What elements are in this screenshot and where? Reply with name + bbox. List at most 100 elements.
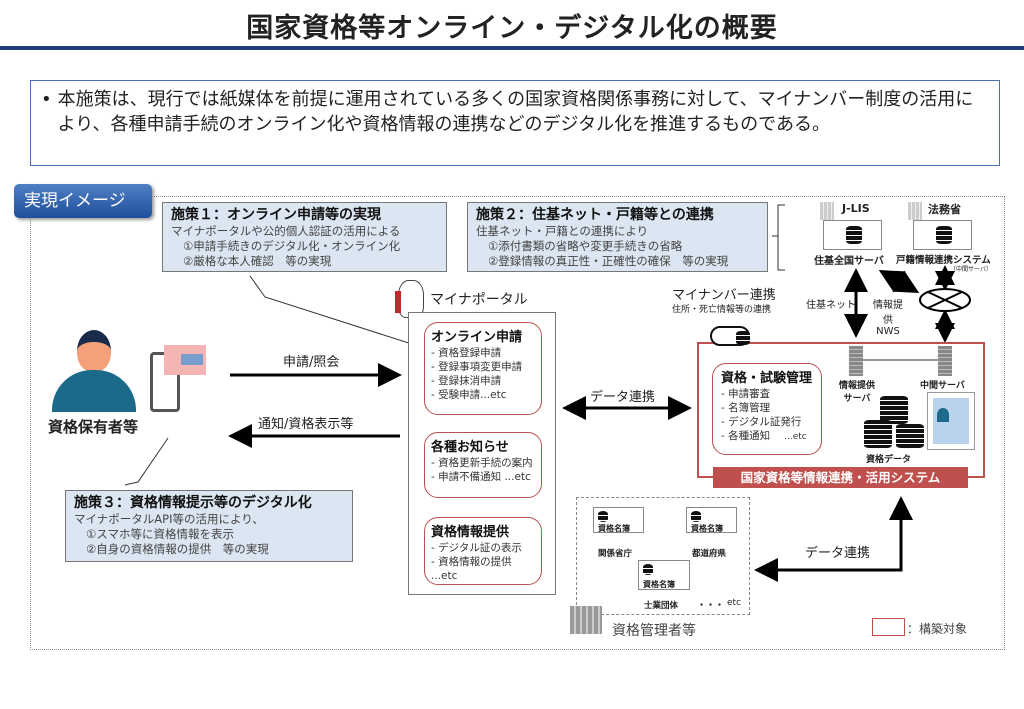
info-server-label: 情報提供サーバ xyxy=(838,381,875,404)
policy3-connector xyxy=(124,437,169,486)
server-icon xyxy=(938,346,952,376)
mynumber-link-sub: 住所・死亡情報等の連携 xyxy=(672,305,772,315)
system-label: 国家資格等情報連携・活用システム xyxy=(713,467,968,488)
list-item: - 申請不備通知 ...etc xyxy=(431,471,531,483)
list-item: - 資格更新手続の案内 xyxy=(431,457,533,469)
policy1-line: ①申請手続きのデジタル化・オンライン化 xyxy=(183,239,401,253)
database-icon xyxy=(846,226,862,244)
policy1-box: 施策１：オンライン申請等の実現 マイナポータルや公的個人認証の活用による ①申請… xyxy=(162,202,447,272)
more-dots: ・・・ xyxy=(697,601,725,611)
list-item: - 登録事項変更申請 xyxy=(431,361,523,373)
admin-data-arrow xyxy=(754,496,913,582)
policy3-line: ②自身の資格情報の提供 等の実現 xyxy=(86,542,269,556)
server-icon xyxy=(849,346,863,376)
office-buildings-icon xyxy=(570,606,602,634)
page-title: 国家資格等オンライン・デジタル化の概要 xyxy=(246,13,778,44)
list-item: - 各種通知 xyxy=(721,430,771,442)
juki-net-label: 住基ネット xyxy=(806,300,856,311)
list-item: - 資格登録申請 xyxy=(431,347,502,359)
qualification-info-box: 資格情報提供 - デジタル証の表示 - 資格情報の提供 ...etc xyxy=(424,517,542,585)
jlis-server-box xyxy=(823,220,882,250)
apply-label: 申請/照会 xyxy=(283,355,340,370)
box-title: 資格情報提供 xyxy=(431,525,510,540)
registry-box: 資格名簿 xyxy=(638,560,690,590)
list-item: - 申請審査 xyxy=(721,388,771,400)
brace xyxy=(772,204,785,271)
policy3-line: ①スマホ等に資格情報を表示 xyxy=(86,527,234,541)
moj-server-box xyxy=(913,220,972,250)
id-card-icon xyxy=(164,345,206,375)
org-label: 都道府県 xyxy=(692,549,727,559)
mynaportal-mascot-icon xyxy=(395,280,424,318)
admin-data-link-label: データ連携 xyxy=(805,546,871,561)
realization-image-tab: 実現イメージ xyxy=(14,184,152,218)
box-title: 資格・試験管理 xyxy=(721,371,813,386)
qualification-data-label: 資格データ xyxy=(866,455,912,465)
registry-box: 資格名簿 xyxy=(686,507,737,533)
policy3-line: マイナポータルAPI等の活用により、 xyxy=(74,512,264,526)
legend-swatch xyxy=(872,618,905,636)
box-title: 各種お知らせ xyxy=(431,440,509,455)
holder-label: 資格保有者等 xyxy=(48,418,139,436)
intermediate-server-label: 中間サーバ xyxy=(920,381,965,391)
list-item: - デジタル証の表示 xyxy=(431,542,522,554)
portal-label: マイナポータル xyxy=(430,292,528,308)
jlis-nws-arrow xyxy=(878,270,920,293)
jlis-label: J-LIS xyxy=(842,202,870,215)
database-icon xyxy=(880,396,908,424)
nws-line: NWS xyxy=(876,326,900,337)
moj-server-label: 戸籍情報連携システム xyxy=(896,255,991,266)
legend-label: ：構築対象 xyxy=(907,622,968,636)
list-item: - 登録抹消申請 xyxy=(431,375,502,387)
title-underline xyxy=(0,46,1024,50)
building-icon xyxy=(820,202,834,220)
registry-box: 資格名簿 xyxy=(593,507,644,533)
online-application-box: オンライン申請 - 資格登録申請 - 登録事項変更申請 - 登録抹消申請 - 受… xyxy=(424,322,542,415)
policy2-line: 住基ネット・戸籍との連携により xyxy=(476,224,649,238)
database-icon xyxy=(864,420,892,448)
list-item: - 資格情報の提供 ...etc xyxy=(431,556,512,582)
registry-label: 資格名簿 xyxy=(691,524,723,533)
database-icon xyxy=(936,226,952,244)
image-frame xyxy=(30,196,1005,650)
policy1-connector xyxy=(249,275,416,346)
registry-label: 資格名簿 xyxy=(643,580,675,589)
qualification-mgmt-box: 資格・試験管理 - 申請審査 - 名簿管理 - デジタル証発行 - 各種通知..… xyxy=(712,363,822,455)
intro-box: •本施策は、現行では紙媒体を前提に運用されている多くの国家資格関係事務に対して、… xyxy=(30,80,1000,166)
etc-text: ...etc xyxy=(784,432,807,442)
cloud-icon xyxy=(710,326,750,346)
database-icon xyxy=(736,331,750,345)
intro-text: 本施策は、現行では紙媒体を前提に運用されている多くの国家資格関係事務に対して、マ… xyxy=(57,89,974,135)
admins-box xyxy=(576,497,750,615)
notifications-box: 各種お知らせ - 資格更新手続の案内 - 申請不備通知 ...etc xyxy=(424,432,542,498)
policy1-line: ②厳格な本人確認 等の実現 xyxy=(183,254,332,268)
list-item: - 受験申請...etc xyxy=(431,389,507,401)
digital-certificate-icon xyxy=(927,392,975,450)
box-title: オンライン申請 xyxy=(431,330,523,345)
moj-label: 法務省 xyxy=(928,203,961,216)
org-label: 関係省庁 xyxy=(598,549,633,559)
policy2-line: ①添付書類の省略や変更手続きの省略 xyxy=(488,239,683,253)
nws-line: 情報提供 xyxy=(873,300,903,326)
org-label: 士業団体 xyxy=(644,601,679,611)
mynumber-link-label: マイナンバー連携 xyxy=(672,288,776,303)
policy3-box: 施策３：資格情報提示等のデジタル化 マイナポータルAPI等の活用により、 ①スマ… xyxy=(65,490,353,562)
policy1-title: 施策１：オンライン申請等の実現 xyxy=(171,207,381,223)
notify-label: 通知/資格表示等 xyxy=(258,417,354,432)
policy2-box: 施策２：住基ネット・戸籍等との連携 住基ネット・戸籍との連携により ①添付書類の… xyxy=(467,202,768,272)
person-icon xyxy=(52,330,136,412)
nws-router-icon xyxy=(919,288,971,312)
policy1-line: マイナポータルや公的個人認証の活用による xyxy=(171,224,401,238)
etc-text: etc xyxy=(727,598,742,608)
policy3-title: 施策３：資格情報提示等のデジタル化 xyxy=(74,495,312,511)
building-icon xyxy=(908,202,922,220)
bullet: • xyxy=(41,89,52,110)
registry-label: 資格名簿 xyxy=(598,524,630,533)
data-link-label: データ連携 xyxy=(590,390,656,405)
list-item: - 名簿管理 xyxy=(721,402,771,414)
list-item: - デジタル証発行 xyxy=(721,416,802,428)
policy2-title: 施策２：住基ネット・戸籍等との連携 xyxy=(476,207,714,223)
moj-server-sub: （中間サーバ） xyxy=(950,266,992,273)
